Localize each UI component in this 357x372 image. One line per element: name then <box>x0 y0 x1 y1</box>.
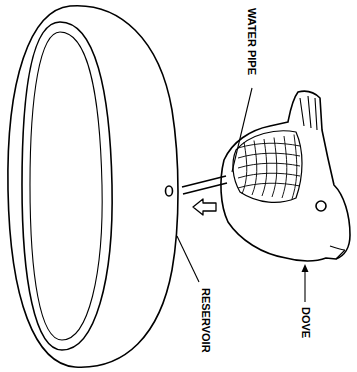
wing-feather <box>238 183 300 188</box>
tail-feathers <box>300 96 317 130</box>
leader-line <box>232 88 252 172</box>
wing-feather <box>272 138 277 198</box>
dove-body <box>221 91 350 261</box>
dove-beak <box>330 246 345 259</box>
part-label: DOVE <box>299 307 312 338</box>
wing-feather <box>282 136 287 198</box>
reservoir-body <box>8 6 178 367</box>
leader-line <box>177 236 199 282</box>
wing-feather <box>238 173 300 178</box>
wing-feather <box>292 135 297 200</box>
part-label: RESERVOIR <box>199 288 212 353</box>
dove-eye <box>316 201 326 211</box>
wing-feather <box>238 163 300 168</box>
leader-line <box>304 268 305 302</box>
leader-arrow <box>302 264 309 272</box>
reservoir-rim-inner <box>30 32 102 340</box>
wing-feather <box>252 141 257 196</box>
reservoir-rim <box>22 22 112 350</box>
dove-wing <box>233 131 302 203</box>
wing-feather <box>238 153 300 158</box>
part-label: WATER PIPE <box>245 8 258 75</box>
outlet-hole <box>166 186 173 196</box>
wing-feather <box>262 139 267 196</box>
flow-arrow <box>193 199 216 215</box>
wing-feather <box>238 143 300 148</box>
